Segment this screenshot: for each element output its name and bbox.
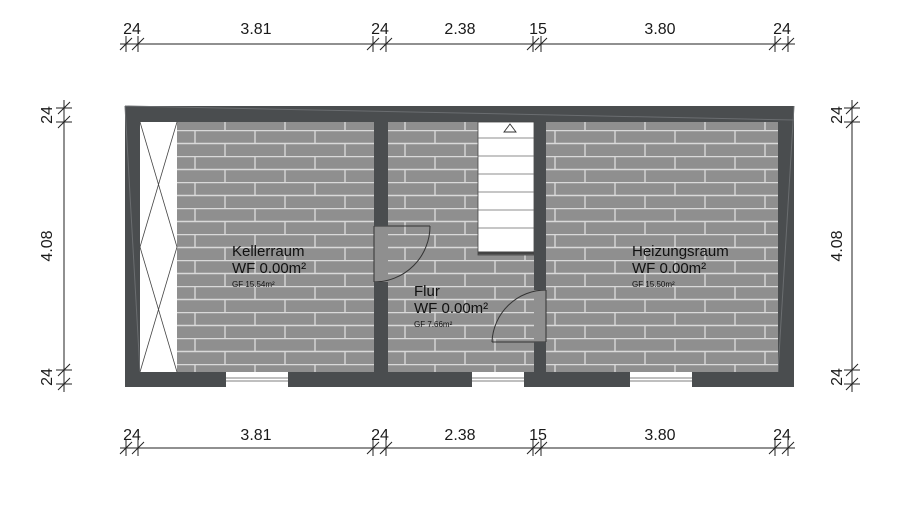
dim-top-1: 24	[123, 21, 141, 38]
dim-right-2: 4.08	[829, 230, 846, 261]
dim-bottom-2: 3.81	[240, 427, 271, 444]
room-name: Flur	[414, 283, 440, 300]
dimension-chain-right: 24 4.08 24	[829, 100, 860, 392]
dim-top-6: 3.80	[644, 21, 675, 38]
room-name: Heizungsraum	[632, 243, 729, 260]
door-opening-kellerraum	[374, 226, 388, 282]
dim-bottom-1: 24	[123, 427, 141, 444]
room-gf: GF 15.54m²	[232, 280, 275, 289]
room-label-kellerraum: Kellerraum WF 0.00m² GF 15.54m²	[232, 243, 306, 289]
dim-left-2: 4.08	[39, 230, 56, 261]
window-kellerraum	[226, 372, 288, 387]
room-heizungsraum-floor	[546, 122, 778, 372]
window-flur	[472, 372, 524, 387]
dim-bottom-4: 2.38	[444, 427, 475, 444]
dim-left-3: 24	[39, 368, 56, 386]
room-gf: GF 15.50m²	[632, 280, 675, 289]
door-opening-heizungsraum	[534, 290, 546, 342]
dim-left-1: 24	[39, 106, 56, 124]
dim-top-3: 24	[371, 21, 389, 38]
room-wf: WF 0.00m²	[232, 260, 306, 277]
room-label-heizungsraum: Heizungsraum WF 0.00m² GF 15.50m²	[632, 243, 729, 289]
dim-bottom-3: 24	[371, 427, 389, 444]
window-heizungsraum	[630, 372, 692, 387]
dim-right-1: 24	[829, 106, 846, 124]
dim-bottom-6: 3.80	[644, 427, 675, 444]
shaft-cross-lines	[139, 121, 178, 373]
room-gf: GF 7.66m²	[414, 320, 453, 329]
light-shaft	[140, 122, 177, 372]
dim-bottom-7: 24	[773, 427, 791, 444]
dim-top-4: 2.38	[444, 21, 475, 38]
dimension-chain-bottom: 24 3.81 24 2.38 15 3.80 24	[119, 427, 795, 456]
room-wf: WF 0.00m²	[632, 260, 706, 277]
room-wf: WF 0.00m²	[414, 300, 488, 317]
dimension-chain-top: 24 3.81 24 2.38 15 3.80 24	[119, 21, 795, 52]
room-name: Kellerraum	[232, 243, 305, 260]
stairs	[477, 121, 535, 256]
dimension-chain-left: 24 4.08 24	[39, 100, 72, 392]
dim-top-5: 15	[529, 21, 547, 38]
room-label-flur: Flur WF 0.00m² GF 7.66m²	[414, 283, 488, 329]
dim-top-7: 24	[773, 21, 791, 38]
dim-bottom-5: 15	[529, 427, 547, 444]
room-kellerraum-floor	[177, 122, 374, 372]
building: Kellerraum WF 0.00m² GF 15.54m² Flur WF …	[124, 105, 795, 387]
dim-top-2: 3.81	[240, 21, 271, 38]
dim-right-3: 24	[829, 368, 846, 386]
